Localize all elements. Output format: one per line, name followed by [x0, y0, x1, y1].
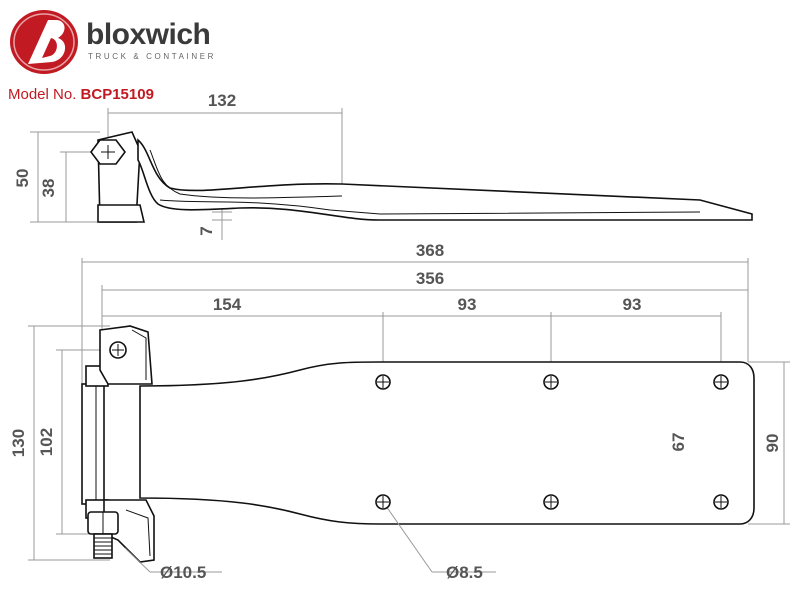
bolt-hole [543, 374, 559, 390]
bolt-hole [375, 374, 391, 390]
dim-plate-width: 90 [763, 434, 782, 453]
dim-hole-pitch-1: 93 [458, 295, 477, 314]
dim-overall-length: 368 [416, 241, 444, 260]
model-number: Model No. BCP15109 [8, 86, 154, 103]
side-view [30, 108, 753, 240]
brand-logo-icon [10, 10, 78, 74]
dim-hole-spacing: 67 [669, 433, 688, 452]
dim-pin-diameter: Ø10.5 [160, 563, 206, 582]
brand-tagline: TRUCK & CONTAINER [88, 52, 217, 61]
brand-name: bloxwich [86, 18, 211, 51]
dim-overall-height: 130 [9, 429, 28, 457]
dim-side-height-total: 50 [13, 169, 32, 188]
dim-first-hole: 154 [213, 295, 242, 314]
bolt-hole [713, 494, 729, 510]
dim-knuckle-height: 102 [37, 428, 56, 456]
model-label: Model No. [8, 86, 77, 103]
model-code: BCP15109 [80, 86, 154, 103]
dim-side-thickness: 7 [197, 226, 216, 235]
bolt-hole [375, 494, 391, 510]
dim-hole-pitch-2: 93 [623, 295, 642, 314]
dim-side-height-pin: 38 [39, 179, 58, 198]
dim-hole-diameter: Ø8.5 [446, 563, 483, 582]
top-view [28, 258, 790, 573]
bolt-hole [543, 494, 559, 510]
dim-plate-length: 356 [416, 269, 444, 288]
bolt-hole [713, 374, 729, 390]
dim-side-length: 132 [208, 91, 236, 110]
bolt-holes [375, 374, 729, 510]
